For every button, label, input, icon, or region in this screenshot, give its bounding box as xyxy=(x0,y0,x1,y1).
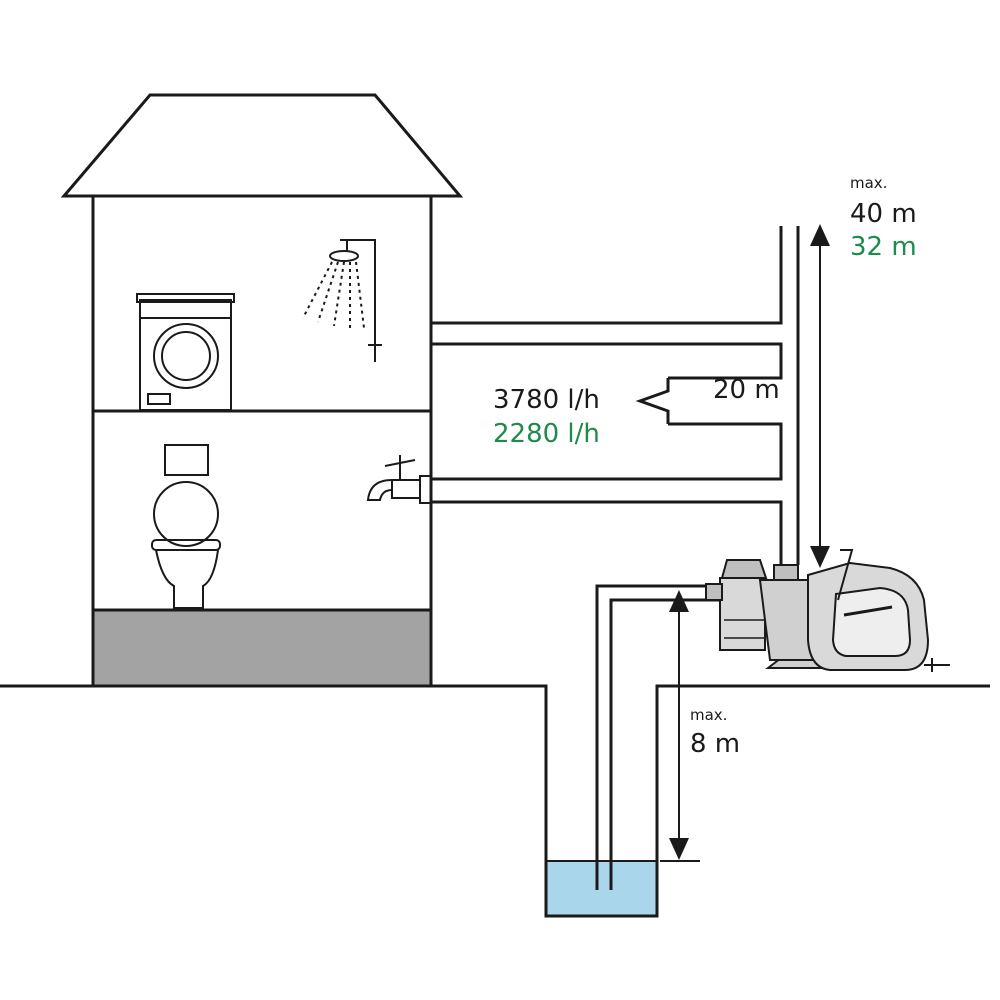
pump-icon xyxy=(705,549,950,672)
head-limit-secondary: 32 m xyxy=(850,232,917,262)
shower-icon xyxy=(302,239,382,362)
well-water xyxy=(547,861,656,915)
flow-arrow xyxy=(635,378,670,424)
suction-limit-prefix: max. xyxy=(690,706,727,724)
suction-pipe xyxy=(595,584,720,890)
house-foundation xyxy=(94,610,430,685)
head-limit-prefix: max. xyxy=(850,174,887,192)
house xyxy=(60,93,464,688)
head-limit-primary: 40 m xyxy=(850,199,917,229)
ground-line xyxy=(0,684,990,918)
flow-rate-primary: 3780 l/h xyxy=(493,385,600,415)
house-walls xyxy=(91,194,433,688)
house-roof xyxy=(60,93,464,198)
toilet-icon xyxy=(151,444,221,609)
flow-rate-secondary: 2280 l/h xyxy=(493,419,600,449)
distribution-pipes xyxy=(431,226,800,565)
suction-limit-value: 8 m xyxy=(690,729,740,759)
head-dimension-arrow xyxy=(810,224,830,568)
suction-dimension-arrow xyxy=(660,590,700,862)
washing-machine-icon xyxy=(136,293,235,411)
distance-label: 20 m xyxy=(713,375,780,405)
tap-icon xyxy=(366,455,432,504)
